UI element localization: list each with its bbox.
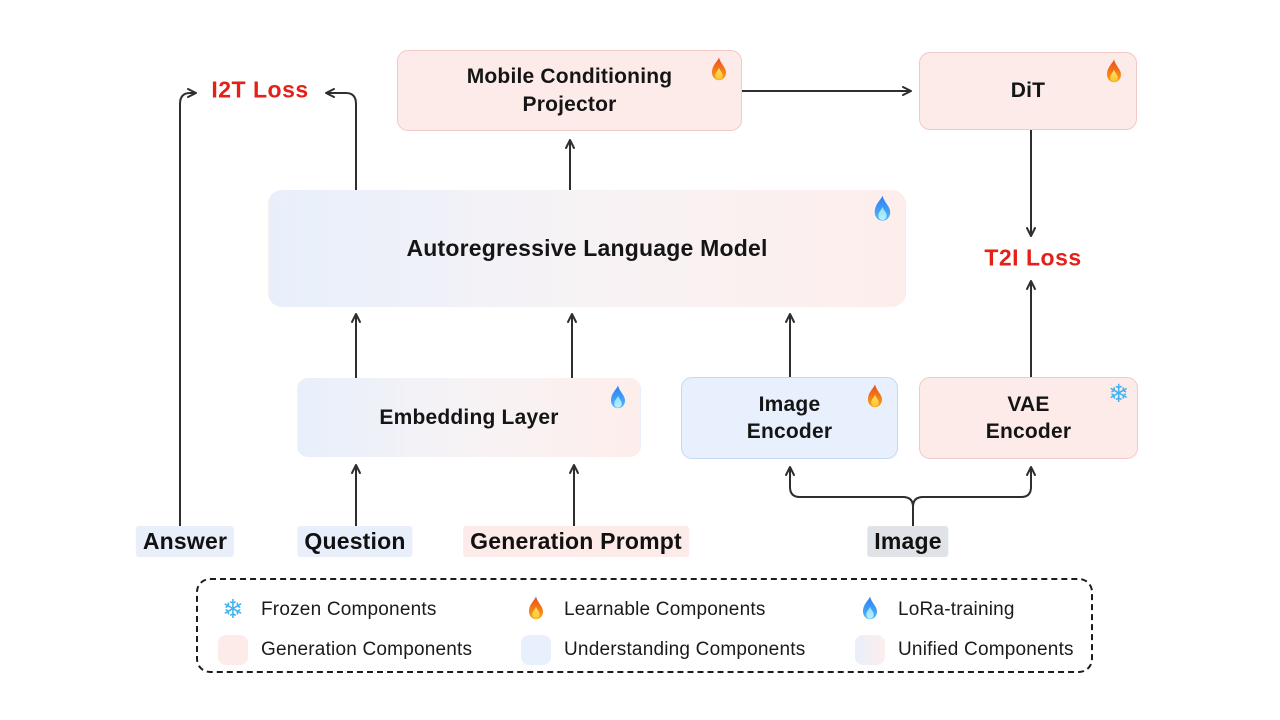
- node-label: Mobile Conditioning Projector: [466, 65, 673, 116]
- node-dit: DiT: [919, 52, 1137, 130]
- snowflake-icon: ❄: [222, 595, 244, 625]
- snowflake-icon: ❄: [1108, 379, 1129, 408]
- legend-item-frozen: ❄ Frozen Components: [218, 594, 437, 626]
- node-embedding-layer: Embedding Layer: [297, 378, 641, 457]
- blue-fire-icon: [611, 385, 625, 409]
- node-label: Embedding Layer: [379, 405, 559, 429]
- input-label-question: Question: [297, 526, 413, 557]
- generation-swatch: [218, 635, 248, 665]
- unified-swatch: [855, 635, 885, 665]
- input-label-image: Image: [867, 526, 949, 557]
- input-label-generation-prompt: Generation Prompt: [463, 526, 689, 557]
- node-label: DiT: [1010, 79, 1046, 103]
- legend-label: Unified Components: [898, 639, 1074, 660]
- legend-item-understanding: Understanding Components: [521, 634, 805, 666]
- fire-icon: [868, 384, 882, 408]
- legend-item-generation: Generation Components: [218, 634, 472, 666]
- legend-label: Understanding Components: [564, 639, 806, 660]
- fire-icon: [1107, 59, 1121, 83]
- legend-item-learnable: Learnable Components: [521, 594, 766, 626]
- node-autoregressive-language-model: Autoregressive Language Model: [268, 190, 906, 307]
- t2i-loss-label: T2I Loss: [984, 244, 1082, 271]
- legend-item-unified: Unified Components: [855, 634, 1074, 666]
- fire-icon: [712, 57, 726, 81]
- legend-label: Learnable Components: [564, 599, 766, 620]
- arrow-image-to-vae-encoder: [912, 466, 1036, 527]
- arrow-image-to-image-encoder: [785, 466, 914, 527]
- legend-label: Generation Components: [261, 639, 473, 660]
- arrow-alm-to-i2t-loss: [325, 88, 357, 190]
- node-label: Autoregressive Language Model: [406, 234, 768, 261]
- arrow-answer-to-i2t-loss: [179, 88, 197, 527]
- node-label: Image Encoder: [746, 392, 833, 443]
- understanding-swatch: [521, 635, 551, 665]
- legend-label: Frozen Components: [261, 599, 437, 620]
- fire-icon: [521, 595, 551, 625]
- legend-box: ❄ Frozen Components Learnable Components…: [196, 578, 1093, 673]
- legend-item-lora: LoRa-training: [855, 594, 1015, 626]
- node-image-encoder: Image Encoder: [681, 377, 898, 459]
- node-vae-encoder: VAE Encoder ❄: [919, 377, 1138, 459]
- node-mobile-conditioning-projector: Mobile Conditioning Projector: [397, 50, 742, 131]
- node-label: VAE Encoder: [985, 392, 1072, 443]
- blue-fire-icon: [855, 595, 885, 625]
- legend-label: LoRa-training: [898, 599, 1015, 620]
- i2t-loss-label: I2T Loss: [211, 76, 309, 103]
- input-label-answer: Answer: [135, 526, 235, 557]
- blue-fire-icon: [874, 195, 891, 221]
